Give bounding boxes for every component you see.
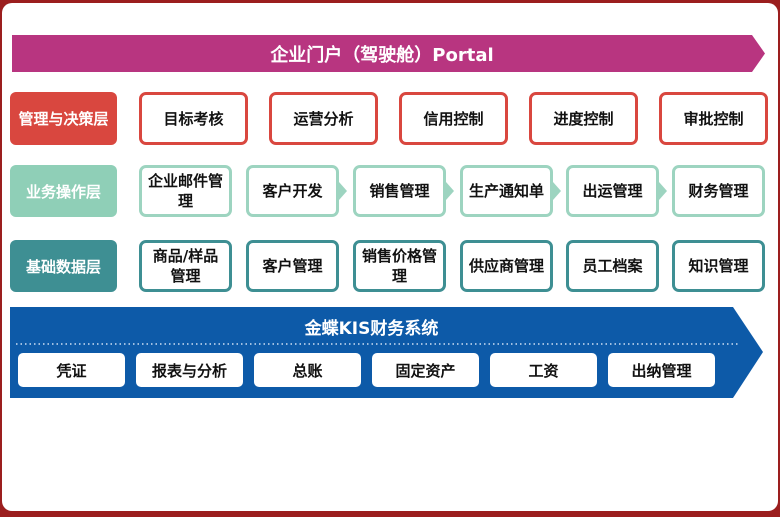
decision-item[interactable]: 运营分析 bbox=[269, 92, 378, 145]
data-item[interactable]: 客户管理 bbox=[246, 240, 339, 292]
layer-label-data: 基础数据层 bbox=[10, 240, 117, 292]
flow-chevron-icon bbox=[446, 182, 454, 200]
flow-chevron-icon bbox=[553, 182, 561, 200]
portal-title: 企业门户（驾驶舱）Portal bbox=[270, 44, 494, 66]
kis-item[interactable]: 出纳管理 bbox=[608, 353, 715, 387]
kis-item[interactable]: 固定资产 bbox=[372, 353, 479, 387]
operation-item[interactable]: 企业邮件管理 bbox=[139, 165, 232, 217]
data-item[interactable]: 知识管理 bbox=[672, 240, 765, 292]
data-item[interactable]: 商品/样品管理 bbox=[139, 240, 232, 292]
operation-item[interactable]: 财务管理 bbox=[672, 165, 765, 217]
decision-item[interactable]: 目标考核 bbox=[139, 92, 248, 145]
flow-chevron-icon bbox=[339, 182, 347, 200]
kis-item[interactable]: 工资 bbox=[490, 353, 597, 387]
operation-item[interactable]: 出运管理 bbox=[566, 165, 659, 217]
decision-item[interactable]: 信用控制 bbox=[399, 92, 508, 145]
decision-item[interactable]: 审批控制 bbox=[659, 92, 768, 145]
portal-arrow bbox=[12, 35, 765, 72]
operation-item[interactable]: 客户开发 bbox=[246, 165, 339, 217]
flow-chevron-icon bbox=[659, 182, 667, 200]
operation-item[interactable]: 生产通知单 bbox=[460, 165, 553, 217]
layer-label-operation: 业务操作层 bbox=[10, 165, 117, 217]
operation-item[interactable]: 销售管理 bbox=[353, 165, 446, 217]
kis-item[interactable]: 报表与分析 bbox=[136, 353, 243, 387]
layer-label-decision: 管理与决策层 bbox=[10, 92, 117, 145]
kis-title: 金蝶KIS财务系统 bbox=[304, 318, 439, 339]
data-item[interactable]: 员工档案 bbox=[566, 240, 659, 292]
kis-item[interactable]: 凭证 bbox=[18, 353, 125, 387]
data-item[interactable]: 销售价格管理 bbox=[353, 240, 446, 292]
decision-item[interactable]: 进度控制 bbox=[529, 92, 638, 145]
data-item[interactable]: 供应商管理 bbox=[460, 240, 553, 292]
kis-item[interactable]: 总账 bbox=[254, 353, 361, 387]
